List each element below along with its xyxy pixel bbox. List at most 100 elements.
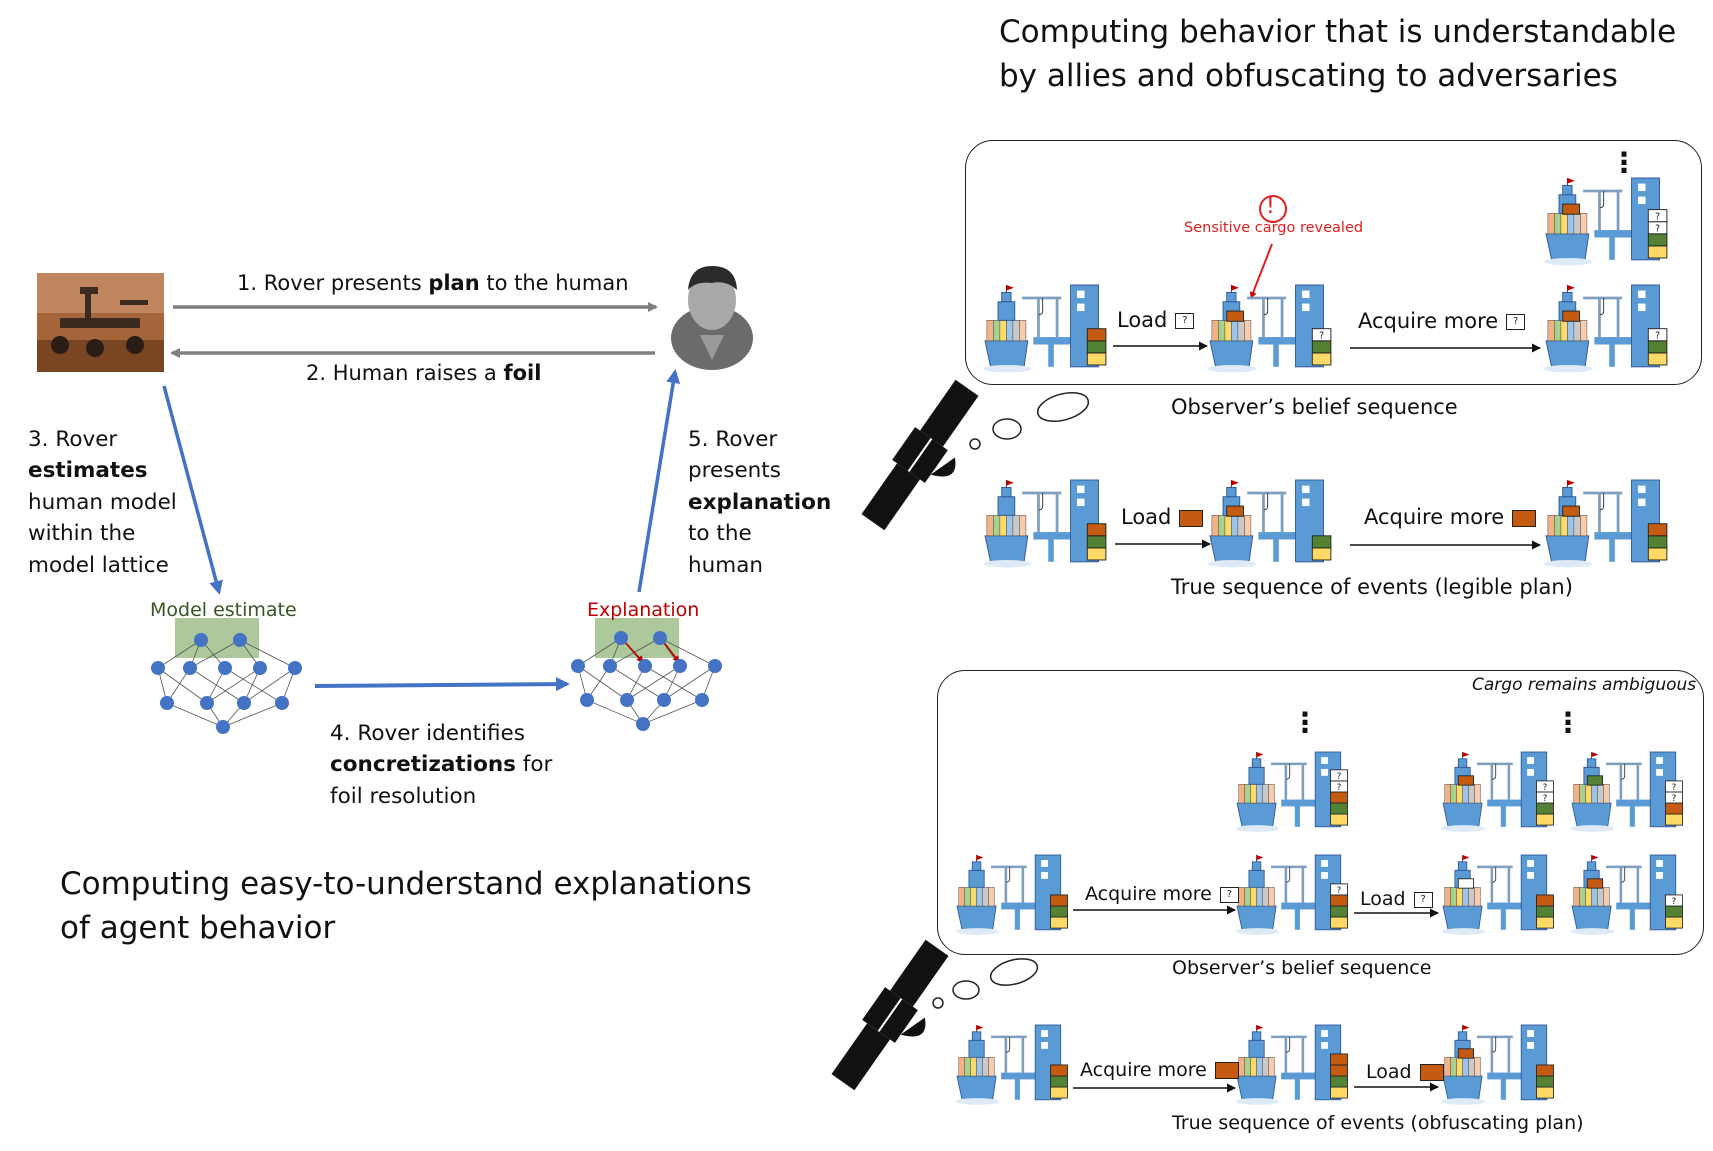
cargo-box-icon xyxy=(1419,1064,1444,1081)
true-sequence-caption-bottom: True sequence of events (obfuscating pla… xyxy=(1172,1112,1584,1134)
thought-bubbles-top xyxy=(969,392,1090,450)
port-scene: ?? xyxy=(1544,177,1668,266)
arrow1-text: 1. Rover presents xyxy=(237,271,429,295)
model-lattice-estimate xyxy=(151,618,302,734)
port-scene xyxy=(1544,479,1668,568)
svg-text:?: ? xyxy=(1337,772,1342,782)
model-estimate-label: Model estimate xyxy=(150,599,297,621)
step3-bold: estimates xyxy=(28,458,148,483)
step3-line1: 3. Rover xyxy=(28,426,118,452)
arrow2-bold: foil xyxy=(503,361,542,385)
cargo-box-icon xyxy=(1179,509,1204,527)
human-icon xyxy=(671,266,753,370)
top-acquire-true: Acquire more xyxy=(1364,502,1537,533)
svg-text:?: ? xyxy=(1337,886,1342,896)
unknown-cargo-icon: ? xyxy=(1413,891,1433,908)
svg-text:?: ? xyxy=(1337,783,1342,793)
bottom-acquire-belief-text: Acquire more xyxy=(1085,883,1212,905)
bottom-acquire-belief: Acquire more? xyxy=(1085,881,1239,907)
left-title-line1: Computing easy-to-understand explanation… xyxy=(60,866,752,902)
arrow-estimate xyxy=(162,385,223,595)
observer-belief-caption-bottom: Observer’s belief sequence xyxy=(1172,957,1432,979)
svg-text:?: ? xyxy=(1655,330,1660,341)
satellite-icon-bottom xyxy=(831,939,949,1091)
svg-text:?: ? xyxy=(1672,794,1677,804)
port-scene xyxy=(1208,479,1332,568)
cargo-box-icon xyxy=(1214,1062,1239,1079)
port-scene xyxy=(955,1024,1068,1105)
alert-icon xyxy=(1259,195,1287,223)
arrow1-label: 1. Rover presents plan to the human xyxy=(237,268,629,299)
cargo-box-icon xyxy=(1512,509,1537,527)
step4-bold: concretizations xyxy=(330,752,516,777)
thought-bubbles-bottom xyxy=(932,958,1039,1009)
bottom-load-belief: Load? xyxy=(1360,886,1433,912)
port-scene xyxy=(983,479,1107,568)
step5-line1: 5. Rover presents xyxy=(688,426,781,484)
svg-text:?: ? xyxy=(1655,223,1660,234)
port-scene: ? xyxy=(1544,284,1668,373)
arrow1-post: to the human xyxy=(479,271,629,295)
svg-text:?: ? xyxy=(1672,783,1677,793)
unknown-cargo-icon: ? xyxy=(1175,313,1195,329)
top-load-true: Load xyxy=(1121,502,1204,533)
arrow-explain xyxy=(637,369,681,593)
port-scene xyxy=(1441,1024,1554,1105)
unknown-cargo-icon: ? xyxy=(1506,314,1526,330)
right-title-line2: by allies and obfuscating to adversaries xyxy=(999,58,1618,94)
bottom-acquire-true: Acquire more xyxy=(1080,1057,1239,1083)
bottom-acquire-true-text: Acquire more xyxy=(1080,1059,1207,1081)
bottom-dots-2: ⋮ xyxy=(1554,706,1582,739)
bottom-dots-1: ⋮ xyxy=(1291,706,1319,739)
port-scene: ? xyxy=(1208,284,1332,373)
port-scene: ? xyxy=(1235,854,1348,935)
step4-post: for xyxy=(515,752,553,777)
left-title-line2: of agent behavior xyxy=(60,910,336,946)
true-sequence-caption-top: True sequence of events (legible plan) xyxy=(1171,575,1573,599)
right-title-line1: Computing behavior that is understandabl… xyxy=(999,14,1677,50)
step4-line1: 4. Rover identifies xyxy=(330,720,525,746)
step4-line3: foil resolution xyxy=(330,783,477,809)
top-load-belief: Load? xyxy=(1117,305,1195,336)
unknown-cargo-icon: ? xyxy=(1219,886,1239,903)
observer-belief-panel-top xyxy=(965,140,1702,385)
port-scene xyxy=(983,284,1107,373)
bottom-load-true: Load xyxy=(1366,1059,1444,1085)
step4-text: 4. Rover identifies concretizations for fo… xyxy=(330,686,552,812)
svg-text:?: ? xyxy=(1655,211,1660,222)
top-acquire-belief: Acquire more? xyxy=(1358,306,1526,337)
step5-bold: explanation xyxy=(688,489,832,515)
alert-pointer xyxy=(1249,243,1273,299)
bottom-load-true-text: Load xyxy=(1366,1061,1412,1083)
step5-text: 5. Rover presents explanation to the human xyxy=(688,392,831,581)
observer-belief-caption-top: Observer’s belief sequence xyxy=(1171,395,1458,419)
explanation-label: Explanation xyxy=(587,599,700,621)
step5-rest: to the human xyxy=(688,521,763,578)
observer-belief-panel-bottom xyxy=(937,670,1704,955)
arrow-concretize xyxy=(314,677,570,692)
satellite-icon-top xyxy=(861,379,979,531)
top-dots: ⋮ xyxy=(1610,146,1638,179)
port-scene: ?? xyxy=(1570,751,1683,832)
port-scene xyxy=(1235,1024,1348,1105)
alert-mark: ! xyxy=(1266,194,1275,219)
rover-image xyxy=(37,273,164,372)
sensitive-cargo-label: Sensitive cargo revealed xyxy=(1184,220,1364,236)
model-lattice-explanation xyxy=(571,618,722,731)
arrow1-bold: plan xyxy=(428,271,480,295)
svg-text:?: ? xyxy=(1672,897,1677,907)
port-scene: ?? xyxy=(1235,751,1348,832)
top-acquire-belief-text: Acquire more xyxy=(1358,309,1499,333)
arrow2-text: 2. Human raises a xyxy=(306,361,504,385)
top-load-true-text: Load xyxy=(1121,505,1172,529)
bottom-load-belief-text: Load xyxy=(1360,888,1406,910)
port-scene xyxy=(955,854,1068,935)
svg-text:?: ? xyxy=(1543,794,1548,804)
port-scenes: ???????????? xyxy=(955,177,1683,1105)
cargo-ambiguous-label: Cargo remains ambiguous xyxy=(1472,675,1697,695)
port-scene: ? xyxy=(1570,854,1683,935)
arrow2-label: 2. Human raises a foil xyxy=(306,358,541,389)
top-load-belief-text: Load xyxy=(1117,308,1168,332)
svg-text:?: ? xyxy=(1319,330,1324,341)
